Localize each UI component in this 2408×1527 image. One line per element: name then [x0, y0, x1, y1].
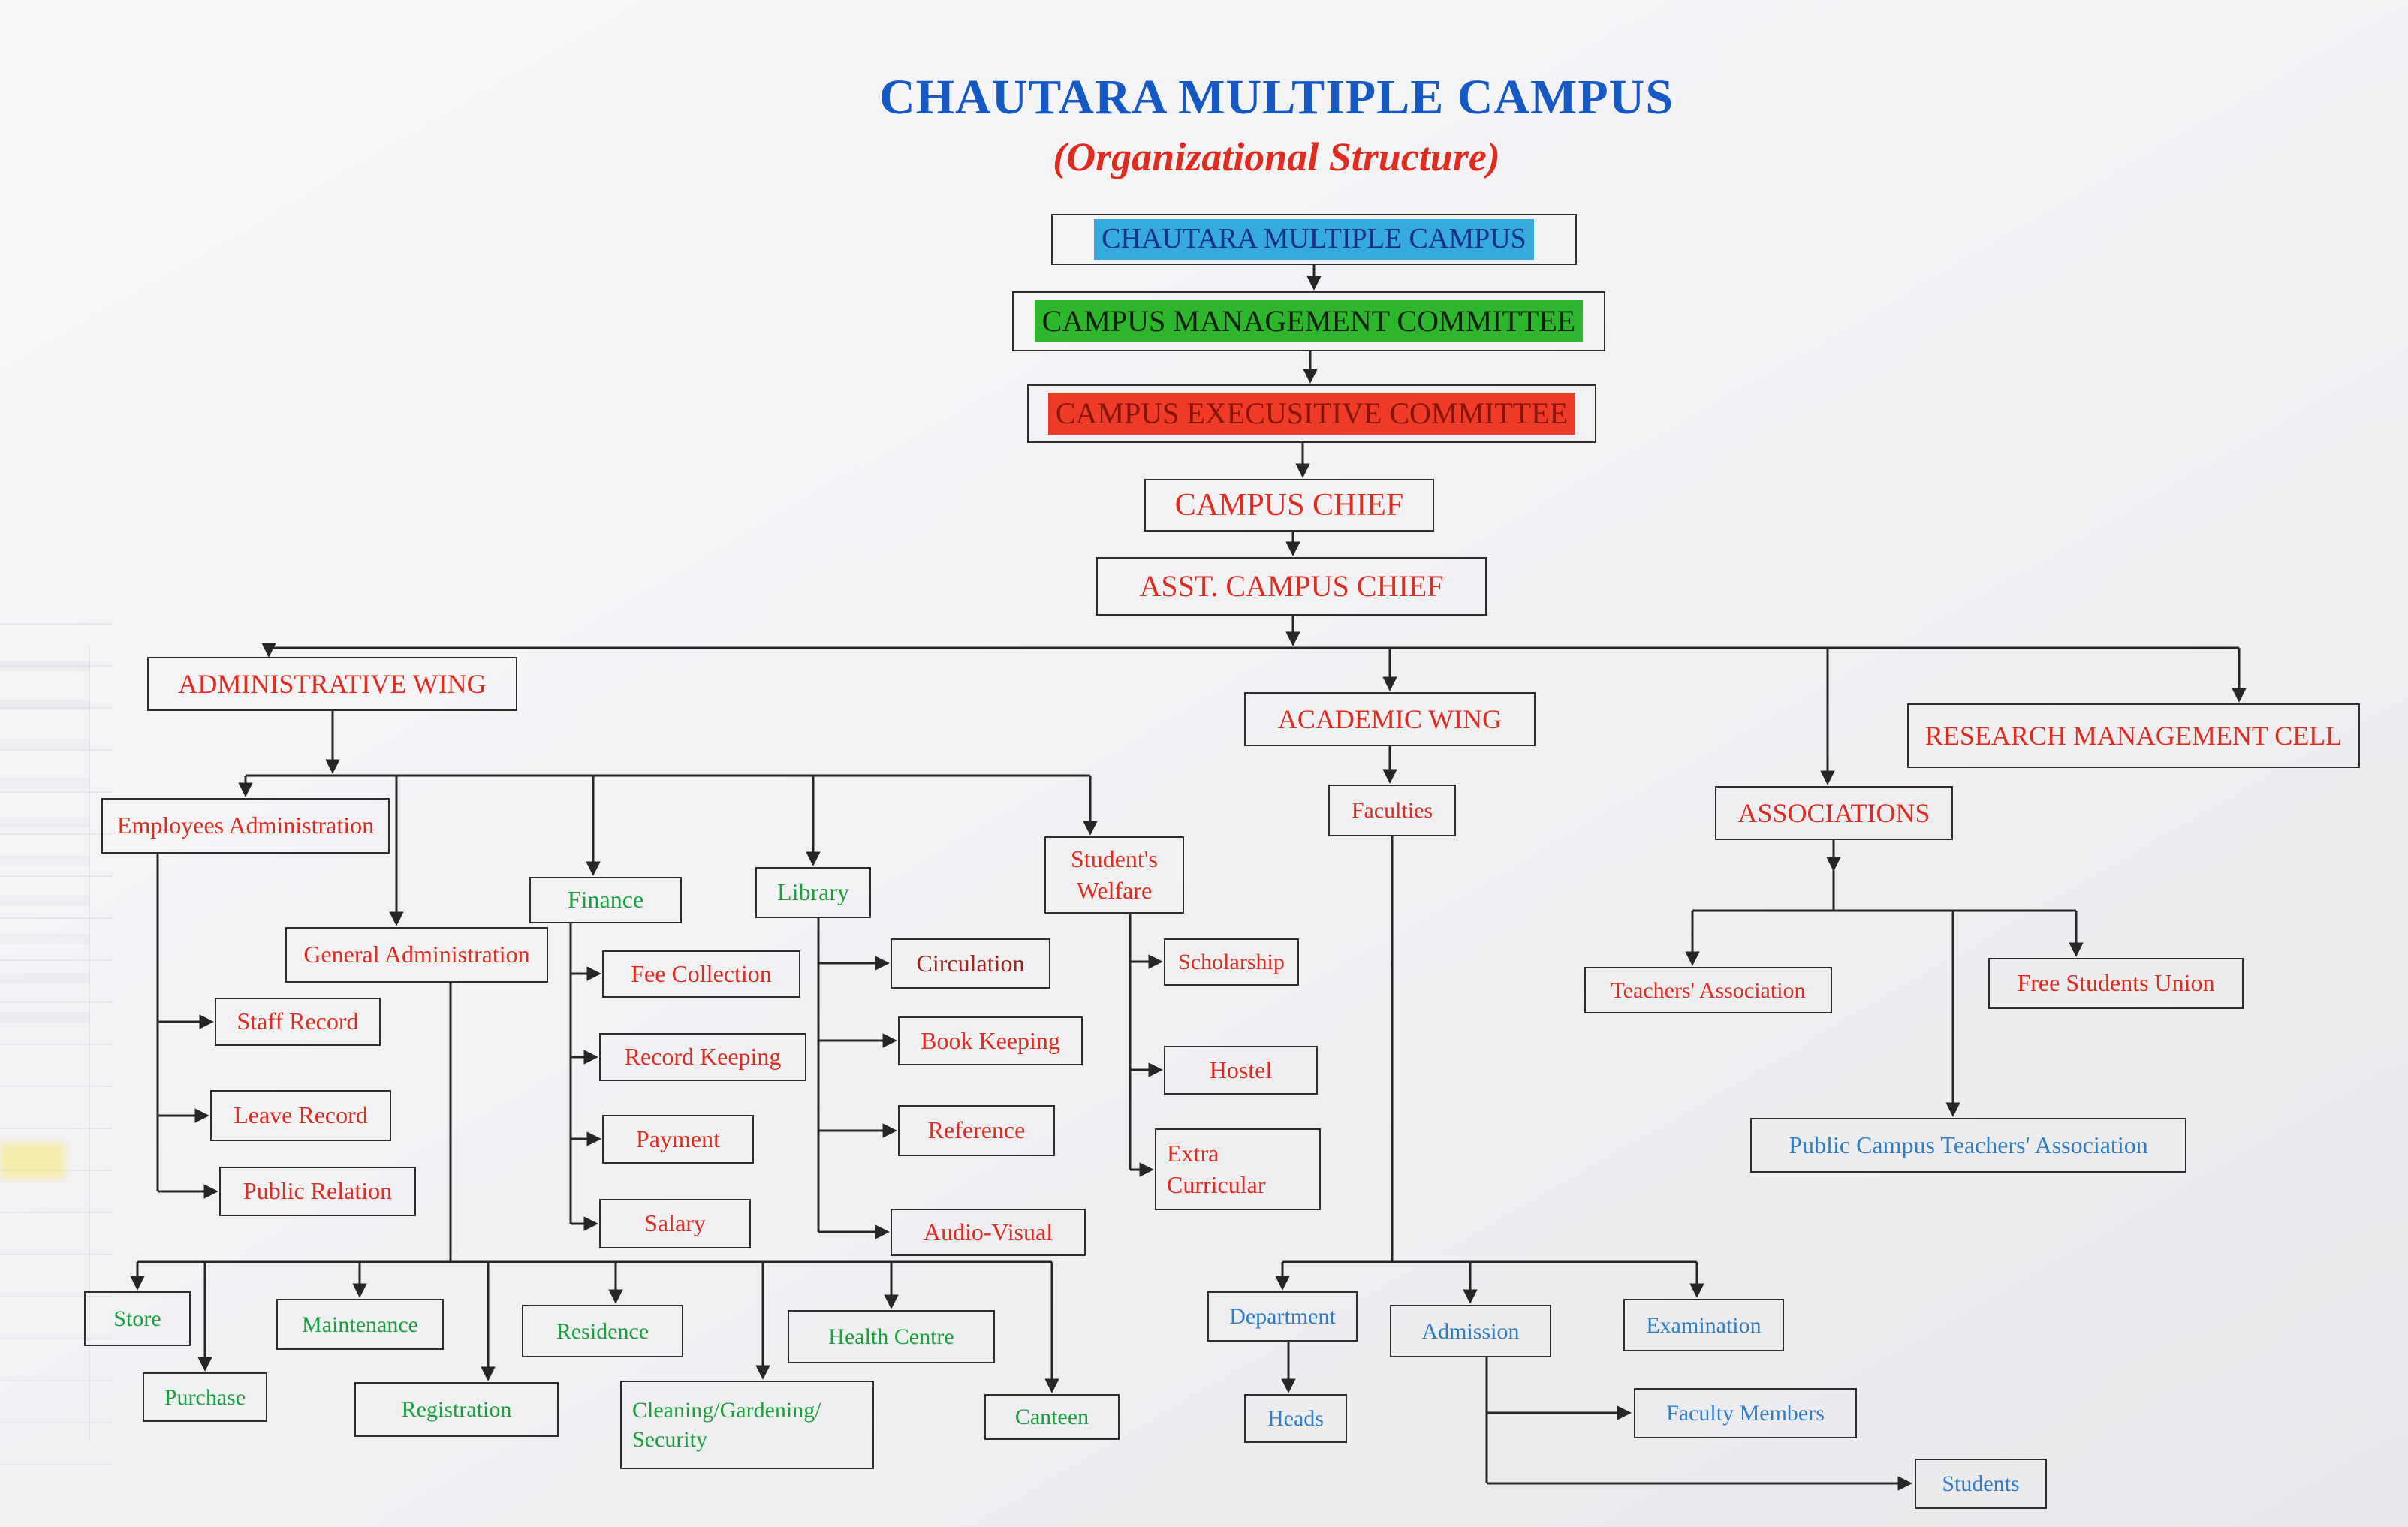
- node-audio-visual: Audio-Visual: [891, 1209, 1086, 1256]
- node-purchase: Purchase: [143, 1372, 267, 1422]
- node-public-campus-teachers-association: Public Campus Teachers' Association: [1750, 1118, 2186, 1173]
- node-teachers-association: Teachers' Association: [1584, 967, 1832, 1013]
- node-executive-committee-label: CAMPUS EXECUSITIVE COMMITTEE: [1047, 393, 1576, 435]
- node-research-management-cell: RESEARCH MANAGEMENT CELL: [1907, 703, 2360, 768]
- node-associations: ASSOCIATIONS: [1715, 786, 1953, 840]
- node-reference: Reference: [898, 1105, 1055, 1156]
- paper-bleedthrough-rules: [0, 623, 113, 1479]
- node-free-students-union: Free Students Union: [1988, 958, 2244, 1009]
- node-administrative-wing: ADMINISTRATIVE WING: [147, 657, 517, 711]
- node-management-committee: CAMPUS MANAGEMENT COMMITTEE: [1012, 291, 1605, 351]
- node-hostel: Hostel: [1164, 1046, 1318, 1095]
- node-cleaning-gardening-security: Cleaning/Gardening/ Security: [620, 1381, 874, 1469]
- node-students-welfare: Student's Welfare: [1044, 836, 1184, 914]
- node-store: Store: [84, 1291, 191, 1346]
- node-payment: Payment: [602, 1115, 754, 1164]
- node-general-administration: General Administration: [285, 927, 548, 983]
- node-scholarship: Scholarship: [1164, 938, 1299, 986]
- node-campus-label: CHAUTARA MULTIPLE CAMPUS: [1094, 219, 1534, 260]
- node-heads: Heads: [1244, 1394, 1347, 1443]
- node-record-keeping: Record Keeping: [599, 1033, 806, 1081]
- page-title: CHAUTARA MULTIPLE CAMPUS: [879, 70, 1674, 125]
- page-subtitle: (Organizational Structure): [1053, 134, 1500, 179]
- paper-bleedthrough-shading: [0, 661, 90, 1051]
- node-fee-collection: Fee Collection: [602, 950, 800, 998]
- node-health-centre: Health Centre: [788, 1310, 995, 1363]
- yellow-highlighter-smudge: [0, 1143, 65, 1179]
- node-examination: Examination: [1623, 1299, 1784, 1351]
- node-employees-administration: Employees Administration: [101, 798, 390, 854]
- node-leave-record: Leave Record: [210, 1090, 391, 1141]
- node-department: Department: [1207, 1291, 1358, 1342]
- node-students: Students: [1915, 1459, 2047, 1509]
- node-faculty-members: Faculty Members: [1634, 1388, 1857, 1438]
- node-extra-curricular: Extra Curricular: [1155, 1128, 1321, 1210]
- node-academic-wing: ACADEMIC WING: [1244, 692, 1536, 746]
- node-staff-record: Staff Record: [215, 998, 381, 1046]
- node-campus-chief: CAMPUS CHIEF: [1144, 479, 1434, 532]
- node-canteen: Canteen: [984, 1394, 1120, 1440]
- node-admission: Admission: [1390, 1305, 1551, 1357]
- node-public-relation: Public Relation: [219, 1167, 416, 1216]
- node-asst-campus-chief: ASST. CAMPUS CHIEF: [1096, 557, 1487, 616]
- node-maintenance: Maintenance: [276, 1299, 444, 1350]
- node-faculties: Faculties: [1328, 785, 1456, 836]
- node-salary: Salary: [599, 1199, 751, 1248]
- node-circulation: Circulation: [891, 938, 1050, 989]
- node-campus: CHAUTARA MULTIPLE CAMPUS: [1051, 214, 1577, 265]
- node-registration: Registration: [354, 1382, 559, 1437]
- node-book-keeping: Book Keeping: [898, 1016, 1083, 1065]
- node-executive-committee: CAMPUS EXECUSITIVE COMMITTEE: [1027, 384, 1596, 443]
- node-finance: Finance: [529, 877, 682, 923]
- node-management-committee-label: CAMPUS MANAGEMENT COMMITTEE: [1034, 300, 1584, 342]
- node-residence: Residence: [522, 1305, 683, 1357]
- node-library: Library: [755, 867, 871, 918]
- paper-bleedthrough-column: [89, 646, 90, 1441]
